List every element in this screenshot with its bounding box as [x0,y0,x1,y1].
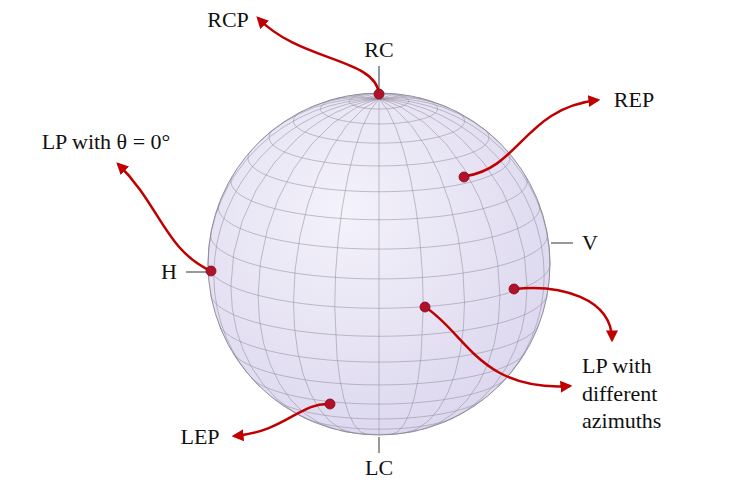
state-label: RCP [207,6,249,34]
axis-label: LC [365,454,393,482]
leader-lp0 [118,164,211,271]
grid-line [260,99,379,141]
leader-azimuth-1 [425,307,570,386]
state-label: LP with different azimuths [582,352,700,435]
grid-line [218,203,539,249]
leader-azimuth-2 [514,288,612,340]
grid-line [379,99,527,420]
state-label: REP [614,86,654,114]
grid-line [211,233,548,279]
grid-line [231,99,379,420]
grid-line [269,128,489,166]
point-lp-a [509,284,519,294]
grid-line [379,97,449,108]
grid-line [248,150,510,192]
grid-line [231,175,527,219]
grid-line [211,295,547,337]
grid-line [208,264,550,308]
state-points [206,89,519,409]
grid-line [233,353,526,385]
grid-line [379,99,550,264]
axis-label: V [582,229,598,257]
grid-line [339,430,418,434]
tick-lc [378,437,379,453]
state-label: LP with θ = 0° [42,128,171,156]
state-label: LEP [180,423,219,451]
grid-line [379,99,498,141]
leader-lep [234,404,330,436]
grid-line [379,99,500,430]
axis-ticks [186,66,573,453]
grid-line [208,99,379,264]
point-rep [459,172,469,182]
leader-arrows [118,18,612,436]
sphere-body [208,93,550,435]
grid-line [258,99,379,430]
grid-line [321,98,438,124]
point-lep [325,399,335,409]
tick-v [551,242,573,243]
grid-line [251,378,506,404]
leader-rcp [258,18,379,94]
point-lp-b [420,302,430,312]
point-rc [374,89,384,99]
point-h [206,266,216,276]
grid-line [294,111,465,143]
grid-line [219,325,539,363]
axis-label: RC [364,36,393,64]
leader-rep [466,100,598,176]
tick-h [186,271,207,272]
axis-label: H [161,258,177,286]
sphere-grid [208,93,550,435]
